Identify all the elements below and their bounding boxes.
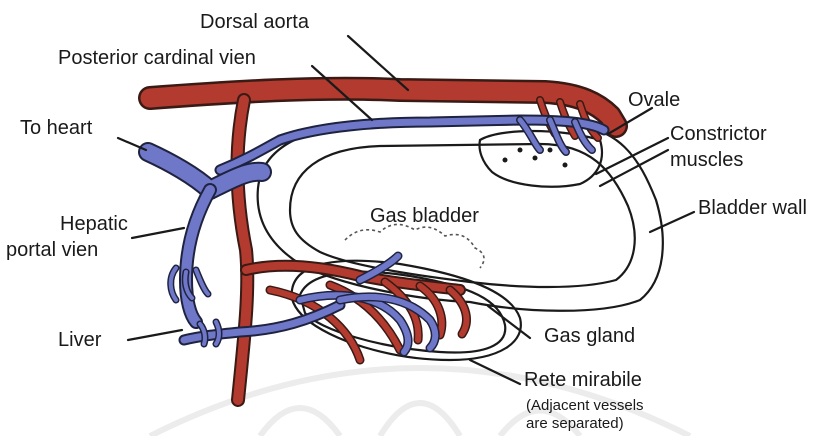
label-liver: Liver <box>58 329 102 351</box>
leader-bladder-wall <box>650 212 694 232</box>
label-rete-note-2: are separated) <box>526 415 624 432</box>
label-dorsal-aorta: Dorsal aorta <box>200 11 310 33</box>
label-ovale: Ovale <box>628 89 680 111</box>
label-rete-note-1: (Adjacent vessels <box>526 397 644 414</box>
label-gas-gland: Gas gland <box>544 325 635 347</box>
label-constrictor-2: muscles <box>670 149 743 171</box>
label-rete-mirabile: Rete mirabile <box>524 369 642 391</box>
leader-hepatic <box>132 228 184 238</box>
label-posterior-cardinal: Posterior cardinal vien <box>58 47 256 69</box>
leader-gas-gland <box>488 306 530 338</box>
label-to-heart: To heart <box>20 117 93 139</box>
liver-branches-lower <box>184 305 340 344</box>
label-hepatic-2: portal vien <box>6 239 98 261</box>
leader-to-heart <box>118 138 146 150</box>
label-constrictor-1: Constrictor <box>670 123 767 145</box>
label-gas-bladder: Gas bladder <box>370 205 479 227</box>
label-hepatic-1: Hepatic <box>60 213 128 235</box>
label-bladder-wall: Bladder wall <box>698 197 807 219</box>
leader-liver <box>128 330 182 340</box>
